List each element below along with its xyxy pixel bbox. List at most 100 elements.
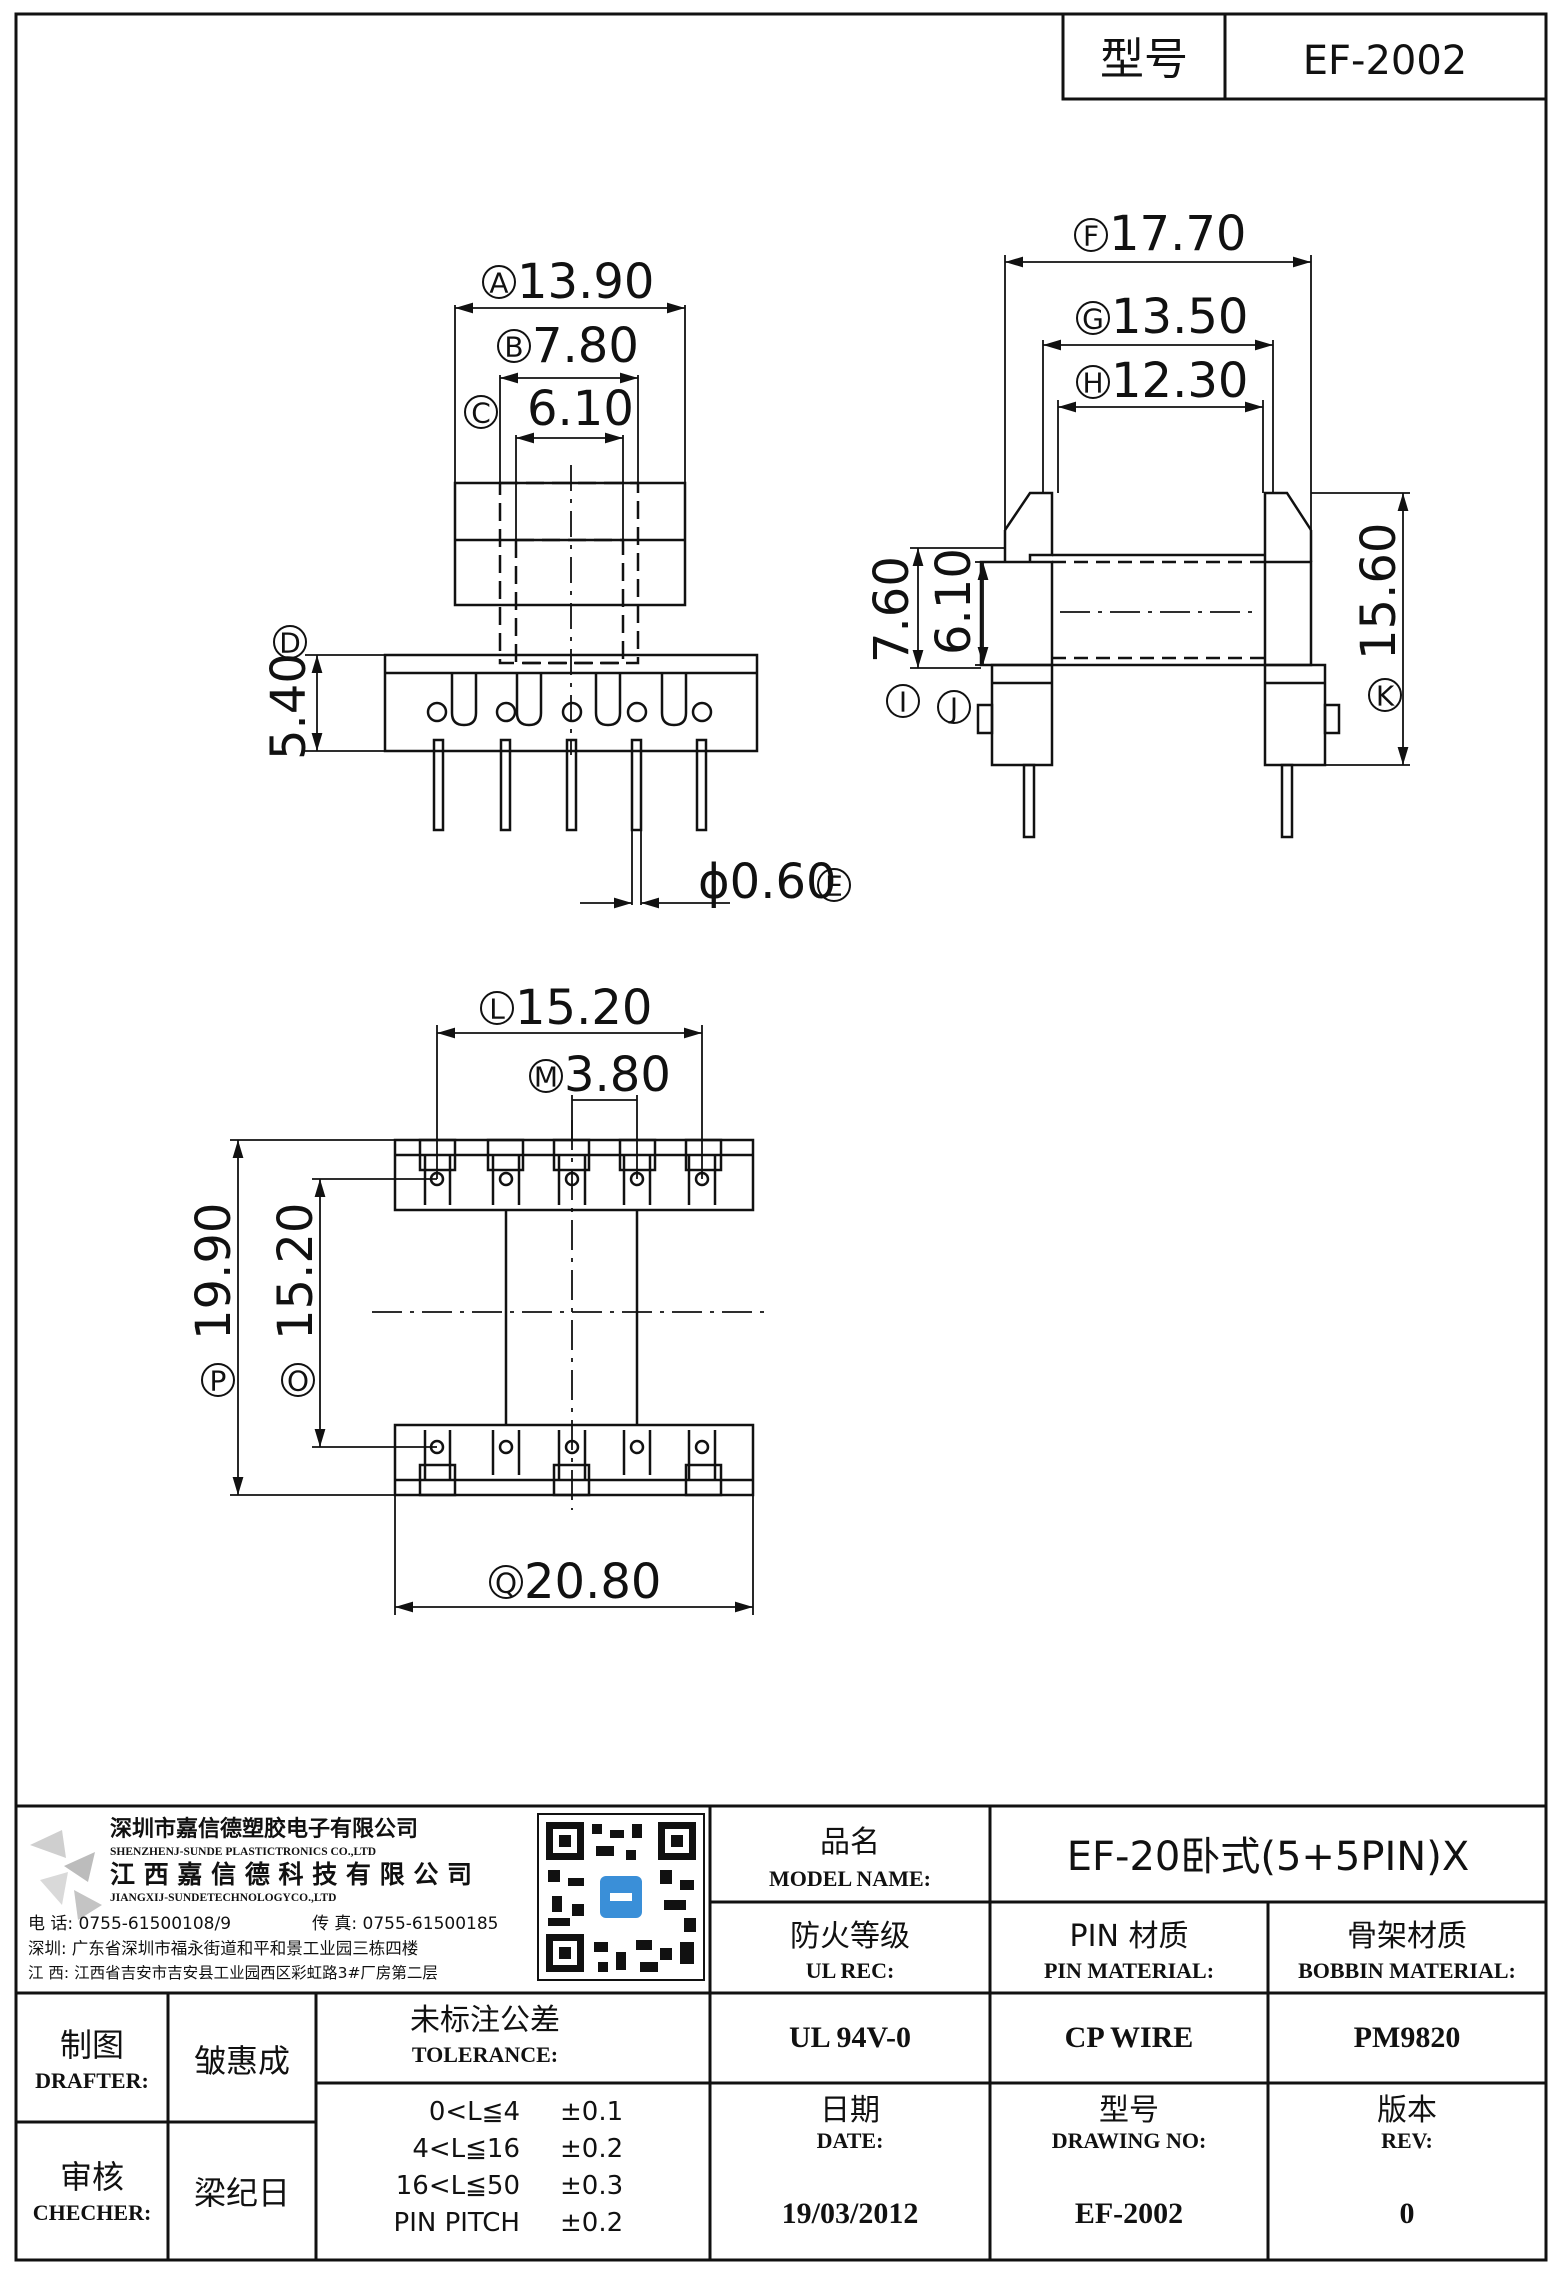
pin-material-label-en: PIN MATERIAL: (1044, 1958, 1214, 1983)
svg-text:F: F (1083, 220, 1099, 253)
header-model-box: 型号 EF-2002 (1061, 12, 1548, 101)
svg-text:13.90: 13.90 (517, 254, 654, 310)
drawing-no-value: EF-2002 (1075, 2197, 1183, 2230)
svg-text:13.50: 13.50 (1111, 289, 1248, 345)
bottom-view-dimensions (230, 1025, 754, 1615)
company-name-shenzhen: 深圳市嘉信德塑胶电子有限公司 (110, 1816, 418, 1842)
bobbin-material-label-en: BOBBIN MATERIAL: (1298, 1958, 1516, 1983)
dim-J: 6.10 J (926, 548, 982, 724)
tolerance-range-4: PIN PITCH (394, 2208, 520, 2238)
dim-E: ϕ0.60 E (698, 854, 851, 910)
svg-text:L: L (489, 993, 505, 1026)
drawing-no-label-en: DRAWING NO: (1052, 2128, 1207, 2153)
svg-text:12.30: 12.30 (1111, 353, 1248, 409)
dim-F: F 17.70 (1074, 206, 1246, 262)
svg-text:G: G (1082, 303, 1104, 336)
dim-P: 19.90 P (186, 1203, 242, 1398)
dim-Q: Q 20.80 (489, 1554, 661, 1610)
pin-material-label-cn: PIN 材质 (1070, 1919, 1189, 1954)
rev-value: 0 (1400, 2197, 1415, 2230)
tolerance-label-en: TOLERANCE: (412, 2042, 558, 2067)
dim-A: A 13.90 (482, 254, 654, 310)
company-address-jiangxi: 江 西: 江西省吉安市吉安县工业园西区彩虹路3#厂房第二层 (28, 1964, 438, 1982)
svg-text:O: O (287, 1365, 309, 1398)
qr-code (537, 1813, 705, 1981)
pin-material-value: CP WIRE (1065, 2021, 1194, 2054)
drafter-name: 皱惠成 (194, 2042, 290, 2080)
dim-B: B 7.80 (497, 318, 639, 374)
tolerance-range-1: 0<L≦4 (429, 2097, 520, 2127)
tolerance-range-3: 16<L≦50 (396, 2171, 520, 2201)
svg-text:19.90: 19.90 (186, 1203, 242, 1340)
svg-text:3.80: 3.80 (564, 1047, 671, 1103)
svg-text:7.80: 7.80 (532, 318, 639, 374)
bobbin-material-label-cn: 骨架材质 (1347, 1919, 1467, 1954)
drafter-label-en: DRAFTER: (35, 2068, 149, 2093)
dim-M: M 3.80 (529, 1047, 671, 1103)
rev-label-en: REV: (1381, 2128, 1433, 2153)
svg-text:J: J (948, 692, 958, 725)
dim-C: C 6.10 (464, 381, 634, 437)
ul-value: UL 94V-0 (789, 2021, 911, 2054)
svg-text:D: D (279, 627, 301, 660)
drawing-no-label-cn: 型号 (1099, 2093, 1159, 2128)
checker-label-cn: 审核 (60, 2158, 124, 2196)
dim-D: D 5.40 (261, 625, 317, 760)
svg-text:6.10: 6.10 (926, 548, 982, 655)
date-value: 19/03/2012 (782, 2197, 919, 2230)
dim-K: 15.60 K (1351, 523, 1407, 713)
svg-text:15.20: 15.20 (515, 980, 652, 1036)
svg-text:I: I (899, 686, 907, 719)
company-fax: 传 真: 0755-61500185 (312, 1914, 498, 1934)
date-label-en: DATE: (817, 2128, 884, 2153)
company-phone: 电 话: 0755-61500108/9 (28, 1914, 231, 1934)
svg-text:B: B (504, 331, 523, 364)
svg-text:E: E (825, 870, 843, 903)
svg-text:15.20: 15.20 (268, 1203, 324, 1340)
model-name-label-cn: 品名 (820, 1825, 880, 1860)
model-name-label-en: MODEL NAME: (769, 1866, 931, 1891)
svg-text:M: M (534, 1061, 558, 1094)
checker-label-en: CHECHER: (33, 2200, 152, 2225)
bottom-view (372, 1120, 765, 1510)
front-view (383, 465, 759, 832)
header-label: 型号 (1100, 34, 1188, 85)
tolerance-value-4: ±0.2 (560, 2208, 623, 2238)
tolerance-value-1: ±0.1 (560, 2097, 623, 2127)
svg-text:5.40: 5.40 (261, 653, 317, 760)
rev-label-cn: 版本 (1377, 2093, 1437, 2128)
svg-text:6.10: 6.10 (527, 381, 634, 437)
tolerance-value-3: ±0.3 (560, 2171, 623, 2201)
company-name-jiangxi-en: JIANGXIJ-SUNDETECHNOLOGYCO.,LTD (110, 1892, 336, 1904)
title-block-grid (16, 1804, 1546, 2260)
ul-label-en: UL REC: (806, 1958, 895, 1983)
svg-text:K: K (1376, 680, 1395, 713)
drafter-label-cn: 制图 (60, 2026, 124, 2064)
svg-text:A: A (489, 267, 508, 300)
tolerance-range-2: 4<L≦16 (412, 2134, 520, 2164)
header-model-number: EF-2002 (1303, 38, 1468, 84)
dim-O: 15.20 O (268, 1203, 324, 1398)
svg-text:P: P (210, 1365, 227, 1398)
ul-label-cn: 防火等级 (790, 1919, 910, 1954)
dim-G: G 13.50 (1076, 289, 1248, 345)
dim-H: H 12.30 (1076, 353, 1248, 409)
svg-text:15.60: 15.60 (1351, 523, 1407, 660)
svg-text:7.60: 7.60 (864, 556, 920, 663)
dim-I: 7.60 I (864, 556, 920, 719)
svg-text:C: C (471, 397, 491, 430)
company-address-shenzhen: 深圳: 广东省深圳市福永街道和平和景工业园三栋四楼 (28, 1939, 418, 1958)
model-name-value: EF-20卧式(5+5PIN)X (1067, 1834, 1469, 1880)
dim-L: L 15.20 (480, 980, 652, 1036)
side-view (976, 491, 1341, 839)
date-label-cn: 日期 (820, 2093, 880, 2128)
svg-text:Q: Q (495, 1567, 517, 1600)
tolerance-label-cn: 未标注公差 (410, 2003, 560, 2038)
company-logo (30, 1830, 102, 1920)
checker-name: 梁纪日 (194, 2174, 290, 2212)
side-view-dimensions (910, 255, 1410, 766)
svg-text:20.80: 20.80 (524, 1554, 661, 1610)
company-name-shenzhen-en: SHENZHENJ-SUNDE PLASTICTRONICS CO.,LTD (110, 1846, 376, 1858)
svg-text:H: H (1082, 367, 1103, 400)
